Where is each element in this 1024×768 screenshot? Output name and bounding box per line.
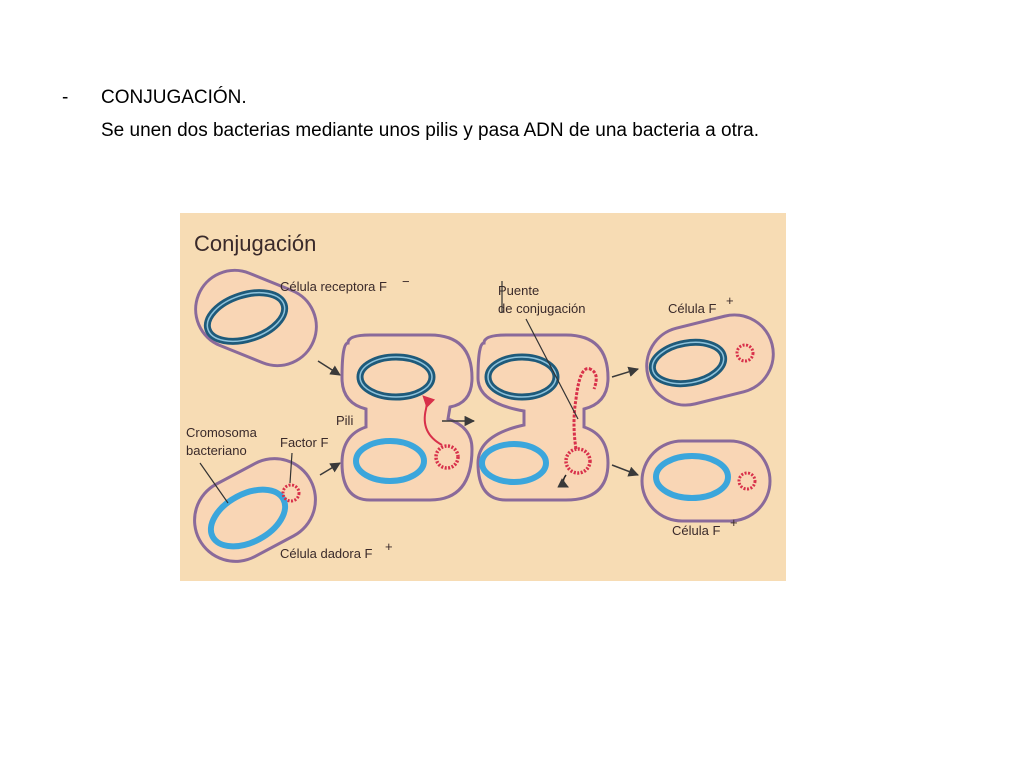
- chromosome-label-line1: Cromosoma: [186, 425, 258, 440]
- stage2-dna-strand: [572, 367, 598, 450]
- result-bottom-sign: +: [730, 515, 738, 530]
- result-top-plasmid: [735, 343, 755, 363]
- arrow-to-result-bottom: [611, 464, 639, 477]
- bridge-label-line2: de conjugación: [498, 301, 585, 316]
- result-top-label: Célula F: [668, 301, 716, 316]
- result-bottom-label: Célula F: [672, 523, 720, 538]
- conjugation-figure: Conjugación Célula receptora F − Cromoso…: [180, 213, 786, 581]
- bullet-dash: -: [62, 87, 69, 108]
- factor-pointer: [289, 452, 293, 484]
- bridge-label-line1: Puente: [498, 283, 539, 298]
- donor-chromosome: [207, 486, 289, 550]
- stage1-dna-transfer: [422, 395, 443, 446]
- result-bottom-plasmid: [737, 471, 757, 491]
- result-top-cell: [645, 313, 775, 407]
- stage2-rotation-arrow: [557, 474, 569, 488]
- result-top-sign: +: [726, 293, 734, 308]
- stage2-bottom-chromosome: [479, 441, 549, 485]
- factor-label: Factor F: [280, 435, 328, 450]
- pili-label: Pili: [336, 413, 353, 428]
- chromosome-pointer: [199, 462, 229, 504]
- arrow-receptor-to-stage1: [317, 360, 341, 376]
- bridge-pointer: [525, 318, 579, 420]
- donor-plasmid: [281, 483, 301, 503]
- donor-sign: +: [385, 539, 393, 554]
- chromosome-label-line2: bacteriano: [186, 443, 247, 458]
- receptor-sign: −: [402, 274, 410, 289]
- arrow-to-result-top: [611, 366, 640, 378]
- arrow-donor-to-stage1: [319, 462, 341, 476]
- stage1-cells: [340, 333, 474, 502]
- result-bottom-chromosome: [653, 453, 731, 501]
- receptor-cell: [194, 268, 318, 368]
- figure-title: Conjugación: [194, 231, 316, 256]
- stage1-plasmid: [434, 444, 460, 470]
- conjugation-diagram: Conjugación Célula receptora F − Cromoso…: [180, 213, 786, 581]
- slide-heading: CONJUGACIÓN.: [101, 87, 247, 108]
- donor-cell: [193, 457, 317, 563]
- slide-description: Se unen dos bacterias mediante unos pili…: [101, 120, 760, 141]
- stage2-plasmid: [564, 447, 592, 475]
- donor-label: Célula dadora F: [280, 546, 373, 561]
- result-bottom-cell: [640, 439, 772, 523]
- stage1-bottom-chromosome: [353, 438, 427, 484]
- receptor-label: Célula receptora F: [280, 279, 387, 294]
